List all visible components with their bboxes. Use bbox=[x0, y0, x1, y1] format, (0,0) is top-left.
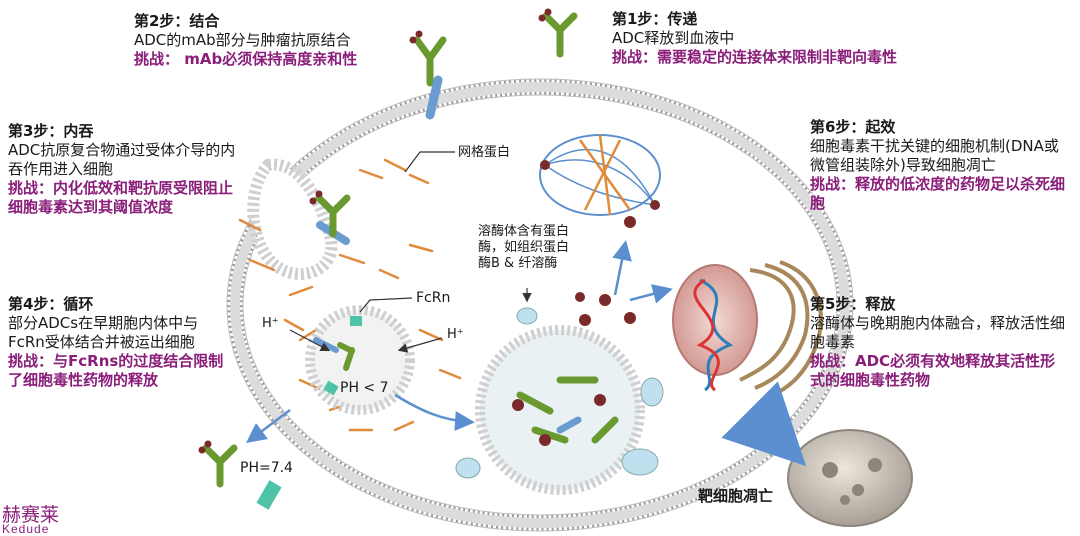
lysosome-label: 溶酶体含有蛋白酶，如组织蛋白酶B & 纤溶酶 bbox=[478, 224, 570, 271]
step2-challenge: 挑战： mAb必须保持高度亲和性 bbox=[134, 50, 358, 68]
step6-challenge: 挑战：释放的低浓度的药物足以杀死细胞 bbox=[810, 175, 1066, 212]
step3-challenge: 挑战：内化低效和靶抗原受限阻止细胞毒素达到其阈值浓度 bbox=[8, 179, 234, 216]
mitotic-spindle bbox=[539, 134, 661, 228]
fcrn-label: FcRn bbox=[416, 290, 451, 306]
antibody-icon bbox=[538, 8, 578, 58]
ph-low-label: PH < 7 bbox=[340, 380, 389, 396]
step2-annotation: 第2步：结合 ADC的mAb部分与肿瘤抗原结合 挑战： mAb必须保持高度亲和性 bbox=[134, 12, 357, 69]
step5-annotation: 第5步：释放 溶酶体与晚期胞内体融合，释放活性细胞毒素 挑战：ADC必须有效地释… bbox=[810, 295, 1065, 390]
ph-neutral-label: PH=7.4 bbox=[240, 460, 293, 476]
step3-desc: ADC抗原复合物通过受体介导的内吞作用进入细胞 bbox=[8, 141, 236, 178]
step3-annotation: 第3步：内吞 ADC抗原复合物通过受体介导的内吞作用进入细胞 挑战：内化低效和靶… bbox=[8, 122, 243, 217]
apoptosis-label: 靶细胞凋亡 bbox=[698, 487, 774, 505]
apoptotic-cell bbox=[787, 429, 913, 527]
nucleus bbox=[672, 264, 758, 392]
brand-subtitle: Kedude bbox=[2, 522, 50, 536]
antigen-receptor-icon bbox=[425, 75, 443, 120]
step4-challenge: 挑战：与FcRns的过度结合限制了细胞毒性药物的释放 bbox=[8, 352, 224, 389]
step2-desc: ADC的mAb部分与肿瘤抗原结合 bbox=[134, 31, 351, 49]
step4-desc: 部分ADCs在早期胞内体中与FcRn受体结合并被运出细胞 bbox=[8, 314, 199, 351]
step1-desc: ADC释放到血液中 bbox=[612, 29, 735, 47]
step1-annotation: 第1步：传递 ADC释放到血液中 挑战：需要稳定的连接体来限制非靶向毒性 bbox=[612, 10, 912, 67]
step5-challenge: 挑战：ADC必须有效地释放其活性形式的细胞毒性药物 bbox=[810, 352, 1056, 389]
small-lysosome bbox=[455, 307, 664, 479]
late-endosome-lysosome bbox=[475, 325, 645, 495]
cell-membrane bbox=[226, 78, 854, 532]
proton-left-label: H⁺ bbox=[262, 316, 279, 331]
cytoskeleton-label: 网格蛋白 bbox=[458, 145, 511, 160]
step3-title: 第3步：内吞 bbox=[8, 122, 94, 140]
step4-title: 第4步：循环 bbox=[8, 295, 94, 313]
label-leaders bbox=[289, 151, 532, 353]
step6-desc: 细胞毒素干扰关键的细胞机制(DNA或微管组装除外)导致细胞凋亡 bbox=[810, 137, 1059, 174]
antibody-icon bbox=[409, 30, 447, 87]
early-endosome bbox=[305, 305, 415, 415]
step1-title: 第1步：传递 bbox=[612, 10, 698, 28]
released-drug-icons bbox=[575, 292, 636, 326]
step1-challenge: 挑战：需要稳定的连接体来限制非靶向毒性 bbox=[612, 48, 898, 66]
cytoskeleton-fibers bbox=[238, 158, 462, 432]
fcrn-receptor-icon bbox=[256, 480, 282, 510]
brand-logo: 赫赛莱 bbox=[2, 504, 60, 526]
step5-title: 第5步：释放 bbox=[810, 295, 896, 313]
antibody-icon bbox=[309, 190, 351, 238]
step5-desc: 溶酶体与晚期胞内体融合，释放活性细胞毒素 bbox=[810, 314, 1066, 351]
step6-annotation: 第6步：起效 细胞毒素干扰关键的细胞机制(DNA或微管组装除外)导致细胞凋亡 挑… bbox=[810, 118, 1065, 213]
step2-title: 第2步：结合 bbox=[134, 12, 220, 30]
step4-annotation: 第4步：循环 部分ADCs在早期胞内体中与FcRn受体结合并被运出细胞 挑战：与… bbox=[8, 295, 233, 390]
antibody-icon bbox=[198, 440, 238, 488]
step6-title: 第6步：起效 bbox=[810, 118, 896, 136]
pathway-arrows bbox=[246, 240, 807, 467]
proton-right-label: H⁺ bbox=[447, 327, 464, 342]
